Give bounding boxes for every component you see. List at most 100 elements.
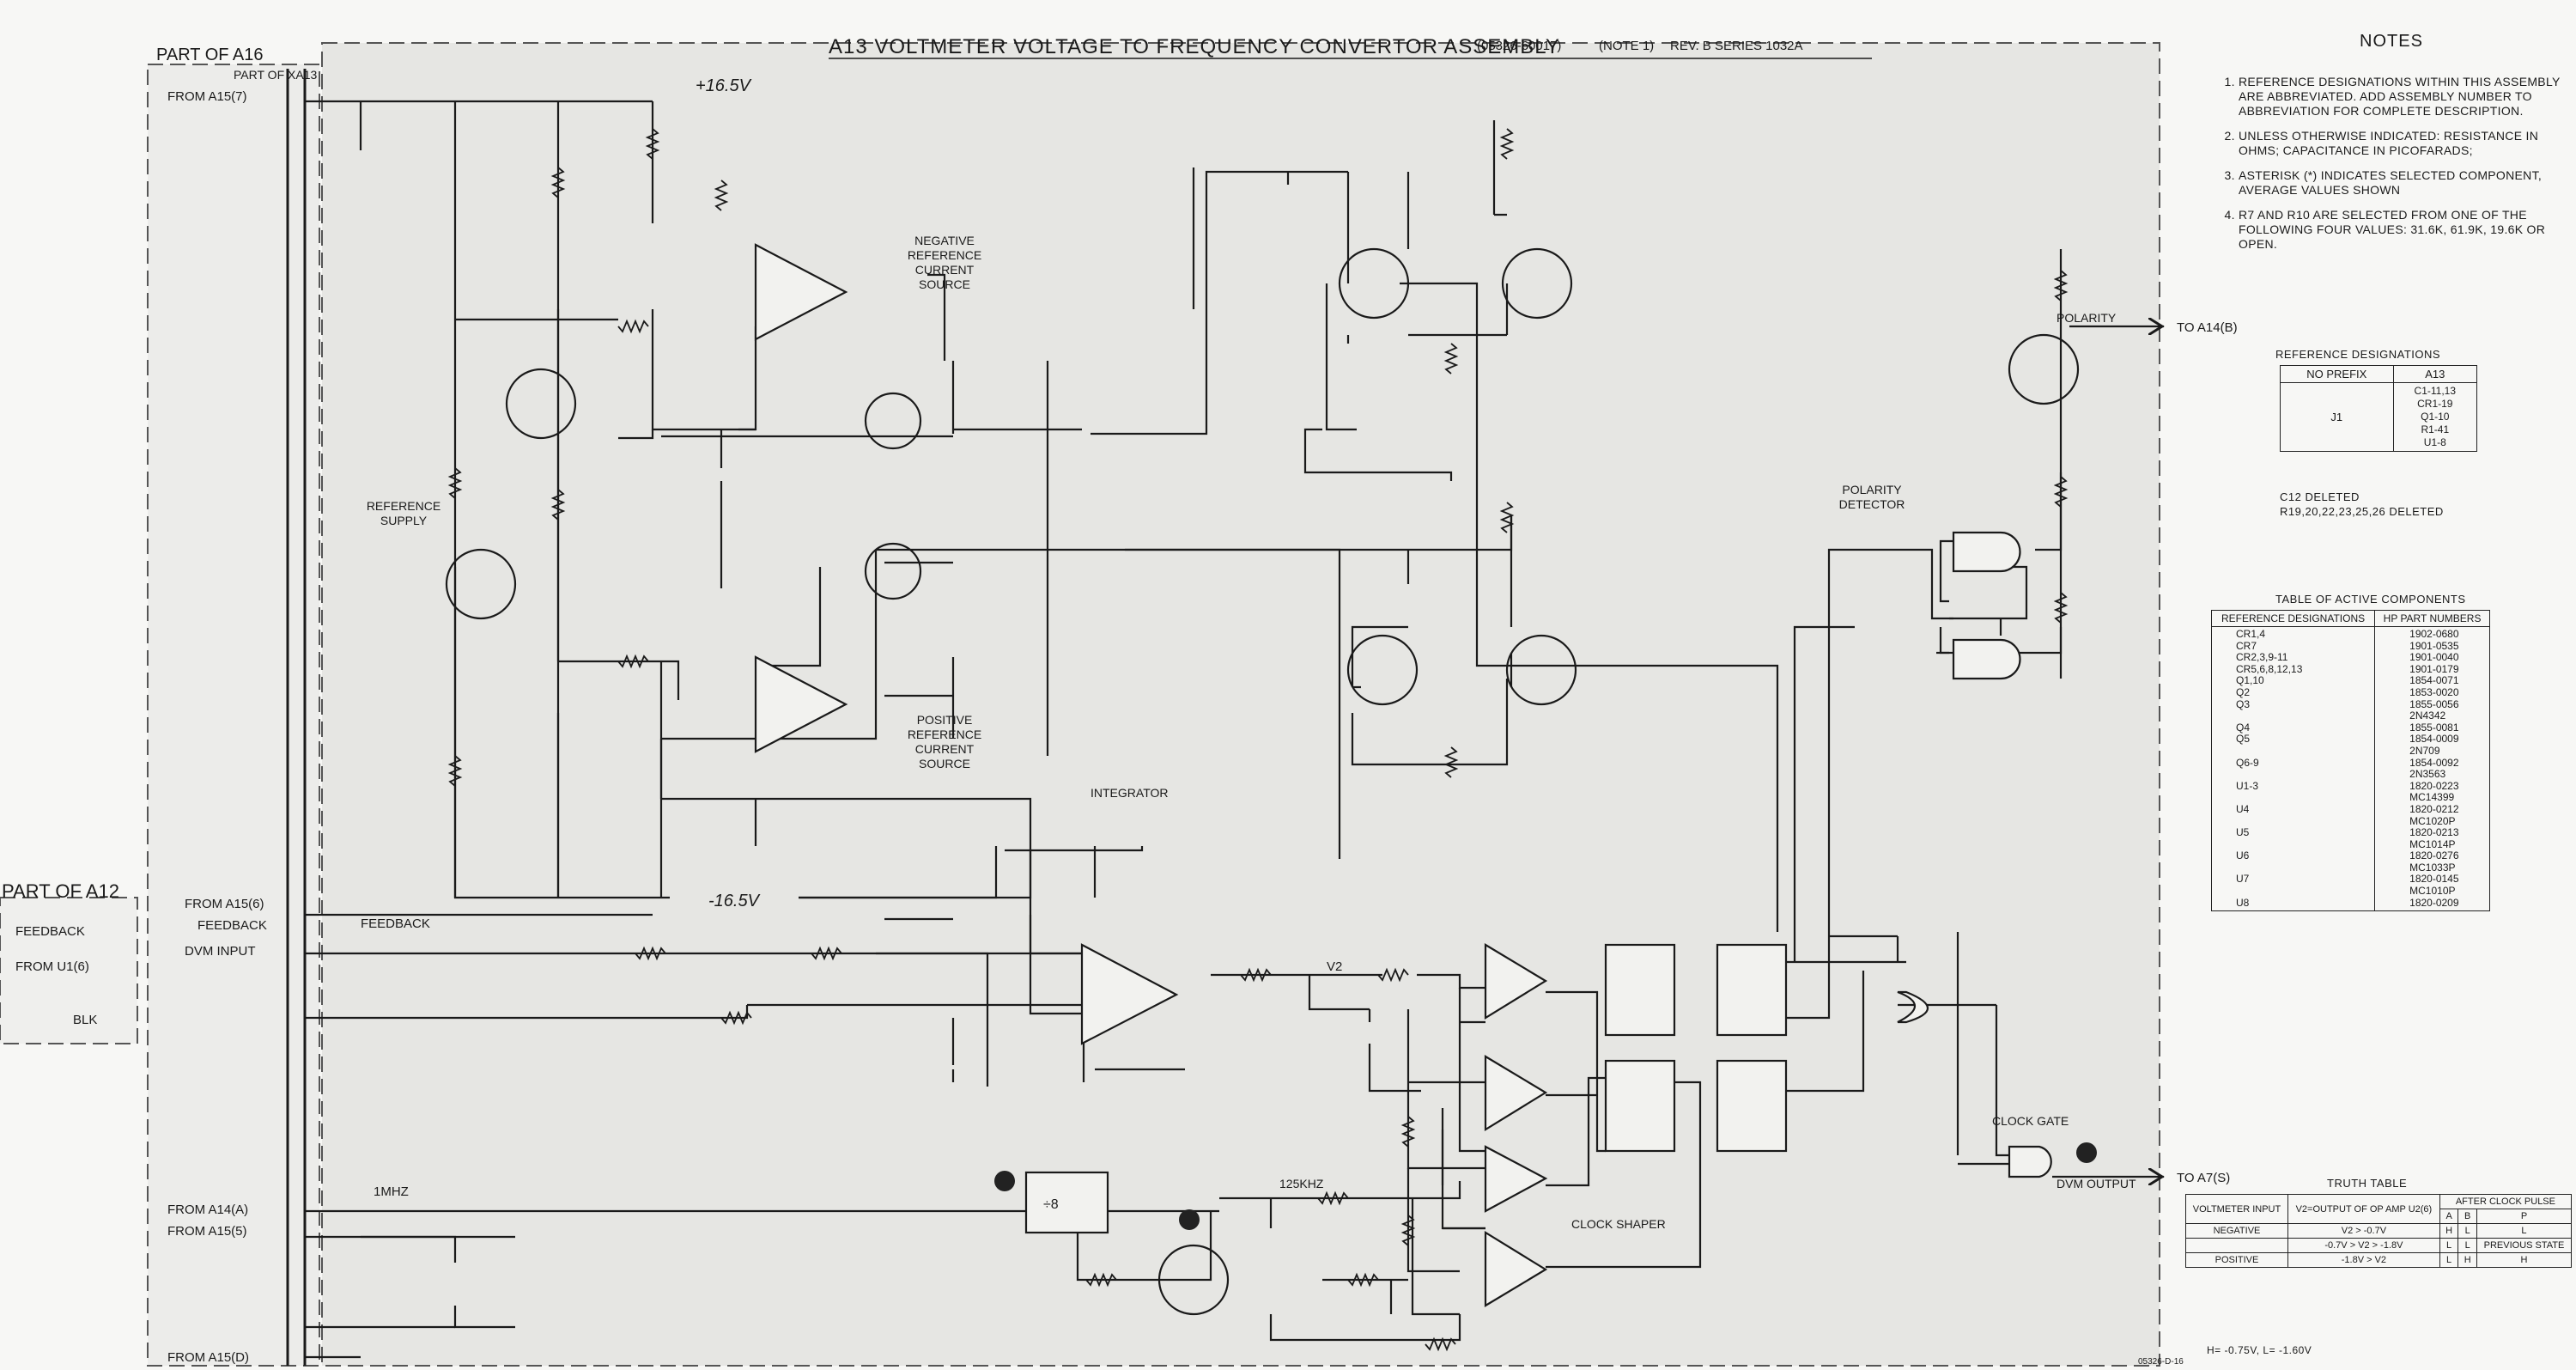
op-amp-u2: [754, 655, 848, 753]
active-ref-16: [2236, 816, 2369, 828]
flip-flop-u6a: [1604, 1059, 1676, 1153]
op-amp-u1: [754, 243, 848, 341]
truth-table-footnote: H= -0.75V, L= -1.60V: [2207, 1344, 2312, 1356]
op-amp-u3: [1080, 943, 1179, 1045]
to-a14-label: TO A14(B): [2177, 320, 2238, 335]
integrator-label: INTEGRATOR: [1091, 786, 1169, 800]
input-connectors: FROM A15(7) FROM A15(6) FROM A14(A) FROM…: [15, 89, 430, 1365]
svg-text:REFERENCE: REFERENCE: [908, 248, 981, 262]
resistors: [447, 128, 2069, 1352]
active-ref-9: Q5: [2236, 733, 2251, 746]
svg-text:POLARITY: POLARITY: [1842, 483, 1902, 496]
tt-col-b: B: [2458, 1209, 2477, 1224]
ref-items: C1-11,13 CR1-19 Q1-10 R1-41 U1-8: [2392, 382, 2478, 452]
svg-text:POSITIVE: POSITIVE: [917, 713, 973, 727]
active-ref-0: CR1,4: [2236, 628, 2266, 640]
flip-flop-u5a: [1716, 1059, 1788, 1153]
note-4: R7 AND R10 ARE SELECTED FROM ONE OF THE …: [2239, 208, 2563, 252]
notes-panel: NOTES REFERENCE DESIGNATIONS WITHIN THIS…: [2220, 32, 2563, 262]
active-part-16: MC1020P: [2409, 814, 2456, 827]
title-part: (05326-60017): [1477, 39, 1561, 53]
nand-u7-mid: [1897, 990, 1929, 1024]
svg-text:SUPPLY: SUPPLY: [380, 514, 428, 527]
active-part-7: 2N4342: [2409, 709, 2446, 722]
divider-u8: [1024, 1171, 1109, 1234]
truth-table: VOLTMETER INPUT V2=OUTPUT OF OP AMP U2(6…: [2185, 1194, 2573, 1268]
a12-region: [0, 897, 138, 1044]
active-ref-13: U1-3: [2236, 779, 2259, 792]
dvm-output-label: DVM OUTPUT: [2057, 1177, 2136, 1190]
active-ref-8: Q4: [2236, 721, 2251, 734]
supply-pos-label: +16.5V: [696, 76, 752, 95]
active-part-21: 1820-0145: [2409, 873, 2459, 886]
active-ref-3: CR5,6,8,12,13: [2236, 662, 2303, 675]
truth-table-caption: TRUTH TABLE: [2327, 1177, 2408, 1190]
transistor-q8: [1501, 247, 1573, 320]
active-part-8: 1855-0081: [2409, 721, 2459, 734]
active-part-4: 1854-0071: [2409, 674, 2459, 687]
clock-shaper-label: CLOCK SHAPER: [1571, 1217, 1666, 1231]
svg-text:SOURCE: SOURCE: [919, 757, 970, 770]
divider-label: ÷8: [1043, 1197, 1059, 1212]
part-a16-label: PART OF A16: [156, 46, 264, 64]
svg-text:FROM A15(7): FROM A15(7): [167, 89, 247, 104]
svg-text:REFERENCE: REFERENCE: [908, 728, 981, 741]
svg-text:FROM A15(6): FROM A15(6): [185, 897, 264, 911]
transistor-q10: [2008, 333, 2080, 405]
svg-text:FEEDBACK: FEEDBACK: [361, 916, 430, 931]
flip-flop-u6b: [1604, 943, 1676, 1037]
transistor-q2: [505, 368, 577, 440]
transistor-q4: [864, 542, 922, 600]
svg-text:CURRENT: CURRENT: [915, 263, 975, 277]
tt-col-a: A: [2439, 1209, 2459, 1224]
clock-gate-label: CLOCK GATE: [1992, 1114, 2069, 1128]
nand-u7-bot: [1952, 638, 2021, 680]
active-ref-7: [2236, 710, 2369, 722]
svg-text:NEGATIVE: NEGATIVE: [914, 234, 975, 247]
transistor-q7: [1346, 634, 1419, 706]
active-ref-15: U4: [2236, 802, 2250, 815]
nand-u7-top: [1952, 531, 2021, 573]
active-ref-12: [2236, 769, 2369, 781]
sheet-title: A13 VOLTMETER VOLTAGE TO FREQUENCY CONVE…: [829, 35, 1560, 58]
svg-text:FEEDBACK: FEEDBACK: [15, 924, 85, 939]
transistor-q9: [1505, 634, 1577, 706]
ref-col2: A13: [2392, 365, 2478, 383]
tt-h3: AFTER CLOCK PULSE: [2439, 1194, 2573, 1209]
ref-deleted: C12 DELETED R19,20,22,23,25,26 DELETED: [2280, 490, 2444, 518]
comparator-u4a: [1484, 1055, 1548, 1131]
active-part-5: 1853-0020: [2409, 685, 2459, 698]
notes-heading: NOTES: [2360, 32, 2423, 51]
ref-row-label: J1: [2280, 382, 2394, 452]
gate-u7a: [2008, 1145, 2052, 1178]
active-ref-2: CR2,3,9-11: [2236, 651, 2288, 664]
svg-text:REFERENCE: REFERENCE: [367, 499, 440, 513]
svg-text:FROM A14(A): FROM A14(A): [167, 1203, 248, 1217]
active-ref-10: [2236, 746, 2369, 758]
tt-h2: V2=OUTPUT OF OP AMP U2(6): [2287, 1194, 2440, 1224]
flip-flop-u5b: [1716, 943, 1788, 1037]
v2-label: V2: [1327, 959, 1342, 974]
transistors: [445, 247, 2080, 1316]
active-ref-5: Q2: [2236, 685, 2251, 698]
active-part-6: 1855-0056: [2409, 697, 2459, 710]
active-ref-19: U6: [2236, 849, 2250, 862]
active-part-3: 1901-0179: [2409, 662, 2459, 675]
active-part-23: 1820-0209: [2409, 896, 2459, 909]
logic-blocks: [1024, 531, 2052, 1234]
active-part-14: MC14399: [2409, 791, 2455, 804]
active-part-18: MC1014P: [2409, 837, 2456, 850]
active-ref-14: [2236, 792, 2369, 804]
comparator-u4c: [1484, 1231, 1548, 1307]
drawing-number: 05326-D-16: [2138, 1357, 2184, 1367]
a16-region: [147, 64, 320, 1367]
test-point-markers: [994, 1142, 2097, 1230]
supply-neg-label: -16.5V: [708, 892, 761, 910]
tt-h1: VOLTMETER INPUT: [2185, 1194, 2288, 1224]
transistor-q6: [1338, 247, 1410, 320]
svg-text:FROM A15(5): FROM A15(5): [167, 1224, 247, 1239]
part-a12-label: PART OF A12: [2, 880, 119, 902]
